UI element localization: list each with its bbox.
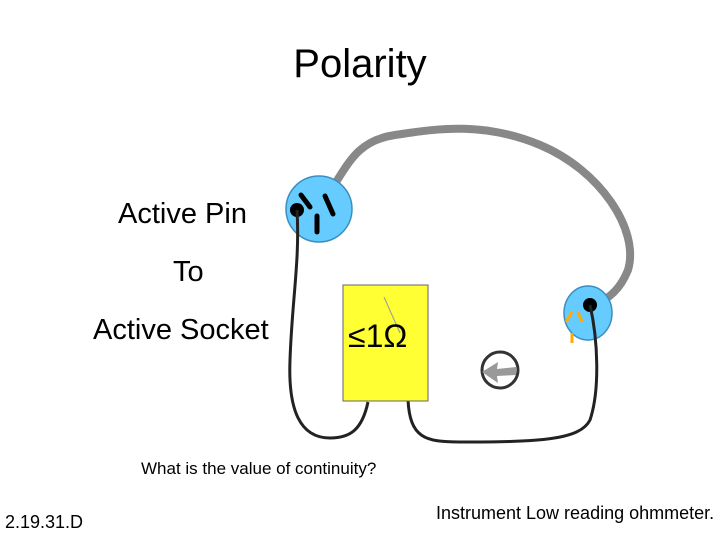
socket-icon bbox=[563, 285, 613, 343]
question-text: What is the value of continuity? bbox=[141, 459, 377, 478]
meter-needle bbox=[383, 296, 401, 334]
meter-reading: ≤1Ω bbox=[348, 318, 408, 354]
ohmmeter-body bbox=[342, 284, 429, 402]
extension-lead bbox=[329, 124, 635, 309]
plug-top-icon bbox=[285, 175, 353, 243]
slide-title: Polarity bbox=[293, 42, 427, 86]
label-to: To bbox=[173, 256, 204, 288]
test-lead-right bbox=[406, 304, 599, 444]
test-lead-left bbox=[288, 209, 370, 440]
label-active-socket: Active Socket bbox=[93, 314, 269, 346]
instrument-caption: Instrument Low reading ohmmeter. bbox=[436, 503, 715, 523]
label-active-pin: Active Pin bbox=[118, 198, 247, 230]
reference-code: 2.19.31.D bbox=[5, 512, 84, 532]
selector-knob-icon bbox=[480, 350, 520, 390]
